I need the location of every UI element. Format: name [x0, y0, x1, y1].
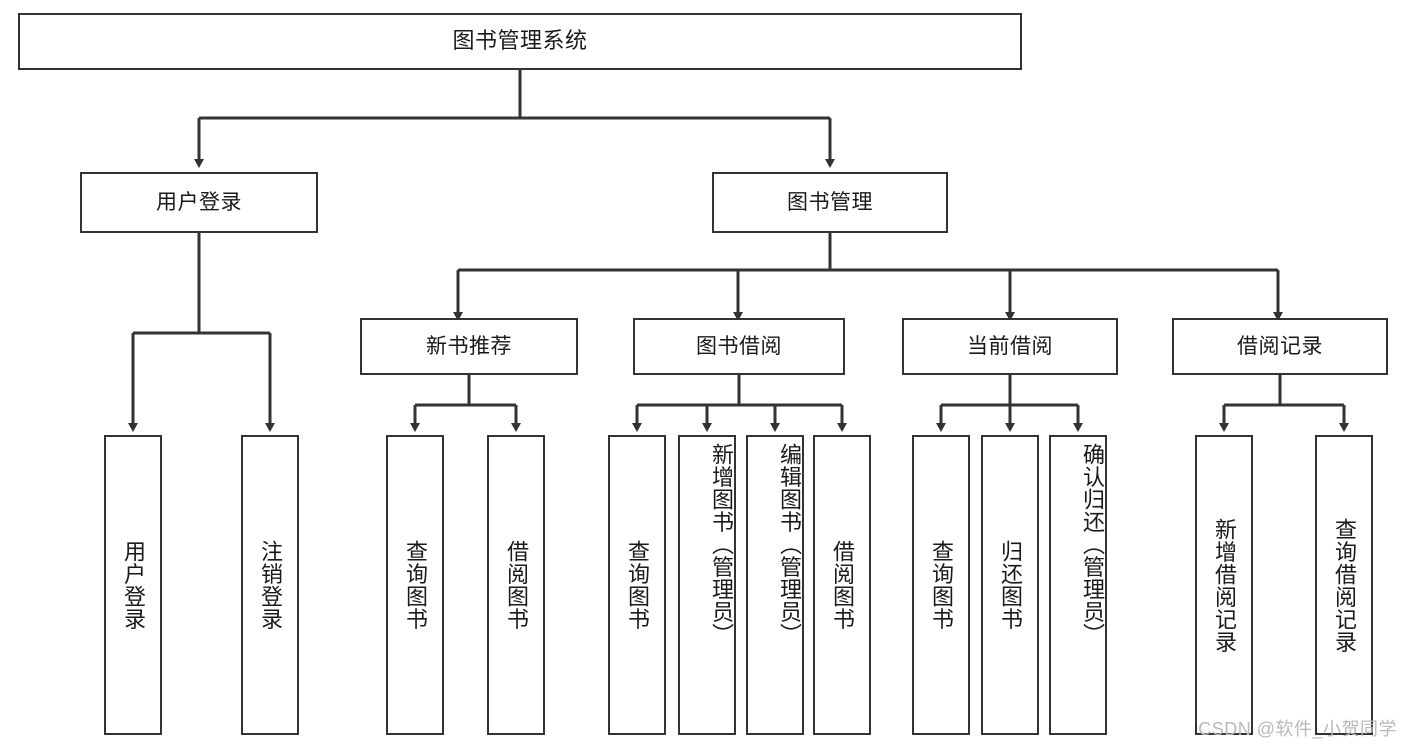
leaf-borrow-book[interactable]: 借阅图书	[813, 435, 871, 735]
node-label: 借阅记录	[1237, 334, 1323, 358]
node-label: 当前借阅	[967, 334, 1053, 358]
node-label: 确认归还（管理员）	[1080, 443, 1105, 646]
node-label: 查询图书	[928, 540, 954, 630]
node-borrow-record[interactable]: 借阅记录	[1172, 318, 1388, 375]
node-label: 借阅图书	[503, 540, 529, 630]
leaf-confirm-return-admin[interactable]: 确认归还（管理员）	[1049, 435, 1107, 735]
node-label: 查询借阅记录	[1331, 517, 1357, 653]
leaf-query-borrow-record[interactable]: 查询借阅记录	[1315, 435, 1373, 735]
node-book-management[interactable]: 图书管理	[712, 172, 948, 233]
leaf-logout[interactable]: 注销登录	[241, 435, 299, 735]
leaf-borrow-book-recommend[interactable]: 借阅图书	[487, 435, 545, 735]
node-label: 新增借阅记录	[1211, 517, 1237, 653]
node-label: 图书管理	[787, 190, 873, 214]
node-label: 图书借阅	[696, 334, 782, 358]
leaf-add-borrow-record[interactable]: 新增借阅记录	[1195, 435, 1253, 735]
node-label: 图书管理系统	[452, 28, 588, 54]
node-label: 归还图书	[997, 540, 1023, 630]
leaf-query-book-borrow[interactable]: 查询图书	[608, 435, 666, 735]
node-user-login[interactable]: 用户登录	[80, 172, 318, 233]
leaf-edit-book-admin[interactable]: 编辑图书（管理员）	[746, 435, 804, 735]
node-label: 查询图书	[624, 540, 650, 630]
node-label: 新书推荐	[426, 334, 512, 358]
leaf-query-book-current[interactable]: 查询图书	[912, 435, 970, 735]
leaf-user-login[interactable]: 用户登录	[104, 435, 162, 735]
leaf-return-book[interactable]: 归还图书	[981, 435, 1039, 735]
node-book-borrow[interactable]: 图书借阅	[633, 318, 845, 375]
node-label: 借阅图书	[829, 540, 855, 630]
node-new-book-recommend[interactable]: 新书推荐	[360, 318, 578, 375]
node-label: 查询图书	[402, 540, 428, 630]
node-current-borrow[interactable]: 当前借阅	[902, 318, 1118, 375]
node-label: 编辑图书（管理员）	[777, 443, 802, 646]
node-label: 新增图书（管理员）	[709, 443, 734, 646]
node-label: 用户登录	[156, 190, 242, 214]
node-root-system[interactable]: 图书管理系统	[18, 13, 1022, 70]
leaf-add-book-admin[interactable]: 新增图书（管理员）	[678, 435, 736, 735]
node-label: 用户登录	[120, 540, 146, 630]
watermark-text: CSDN @软件_小贺同学	[1198, 719, 1397, 739]
leaf-query-book-recommend[interactable]: 查询图书	[386, 435, 444, 735]
node-label: 注销登录	[257, 540, 283, 630]
